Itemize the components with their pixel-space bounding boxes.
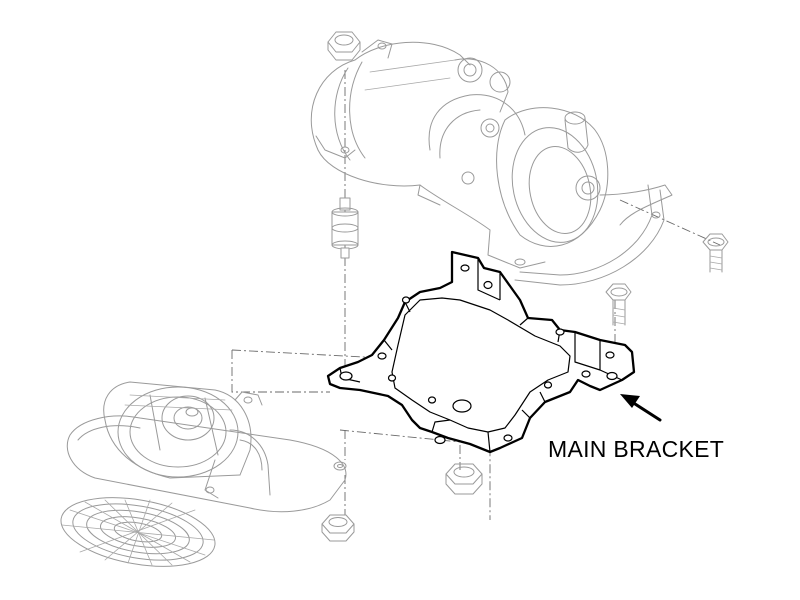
cooling-fan	[103, 381, 271, 499]
hex-nut	[321, 514, 355, 542]
main-bracket-label: MAIN BRACKET	[548, 436, 725, 462]
mounting-bolt	[605, 283, 632, 326]
main-bracket	[326, 250, 636, 454]
fan-guard	[60, 497, 216, 567]
callout-arrow	[620, 394, 662, 422]
hex-nut	[327, 31, 361, 61]
hex-nut	[445, 463, 483, 495]
rubber-isolator	[331, 197, 359, 259]
lower-mount-plate	[66, 415, 347, 513]
mounting-bolt	[702, 233, 729, 273]
pump-motor-assembly	[310, 39, 673, 286]
